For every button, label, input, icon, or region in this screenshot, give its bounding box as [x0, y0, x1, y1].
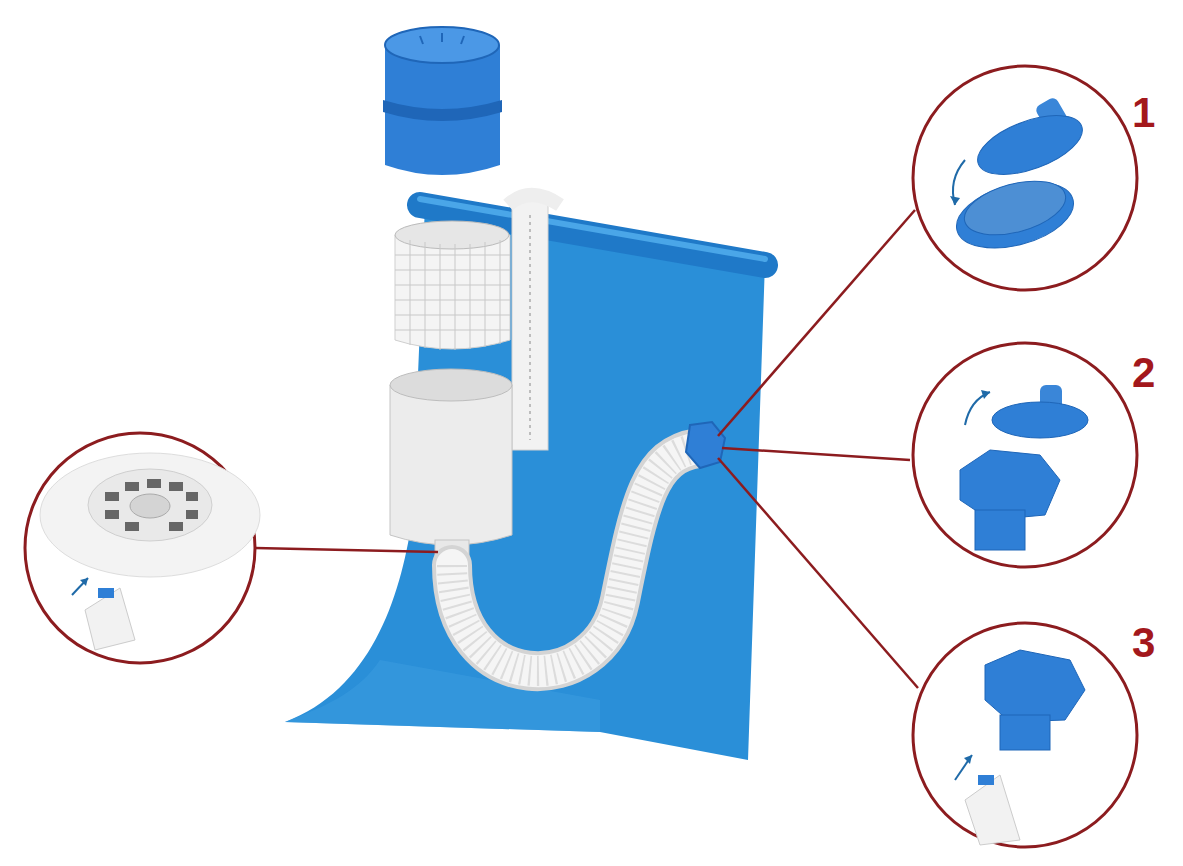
skimmer-body: [390, 369, 512, 570]
hose: [452, 448, 698, 671]
filter-basket: [395, 221, 510, 350]
callout-circles: [25, 66, 1137, 847]
callout-number: 2: [1132, 352, 1155, 394]
callout-number: 1: [1132, 92, 1155, 134]
cap-detail-3: [955, 650, 1085, 845]
cap-detail-2: [960, 385, 1088, 550]
inlet-detail: [40, 453, 260, 650]
pool-wall: [285, 199, 765, 760]
wall-bracket: [508, 195, 560, 450]
cap-detail-1: [949, 96, 1090, 259]
skimmer-lid: [383, 27, 502, 175]
callout-number: 3: [1132, 622, 1155, 664]
leader-lines: [255, 210, 918, 688]
